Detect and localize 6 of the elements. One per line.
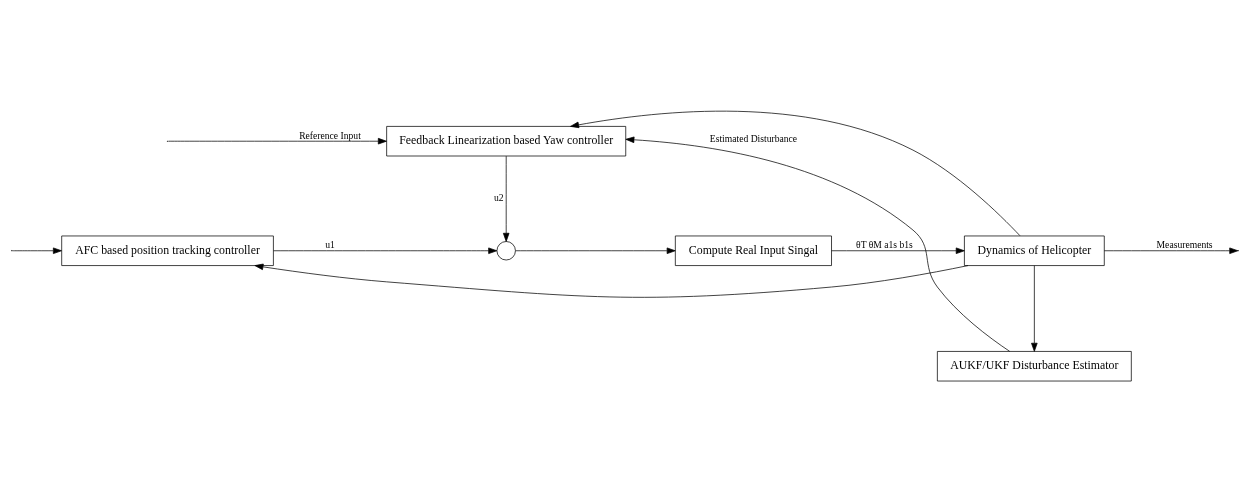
edge-label: Estimated Disturbance (709, 132, 798, 143)
edge-label: u1 (325, 238, 335, 250)
edge-label: Reference Input (299, 129, 361, 141)
edge-label: u2 (493, 191, 504, 203)
edge-label: Measurements (1156, 238, 1213, 250)
edge-label: θT θM a1s b1s (856, 238, 913, 250)
